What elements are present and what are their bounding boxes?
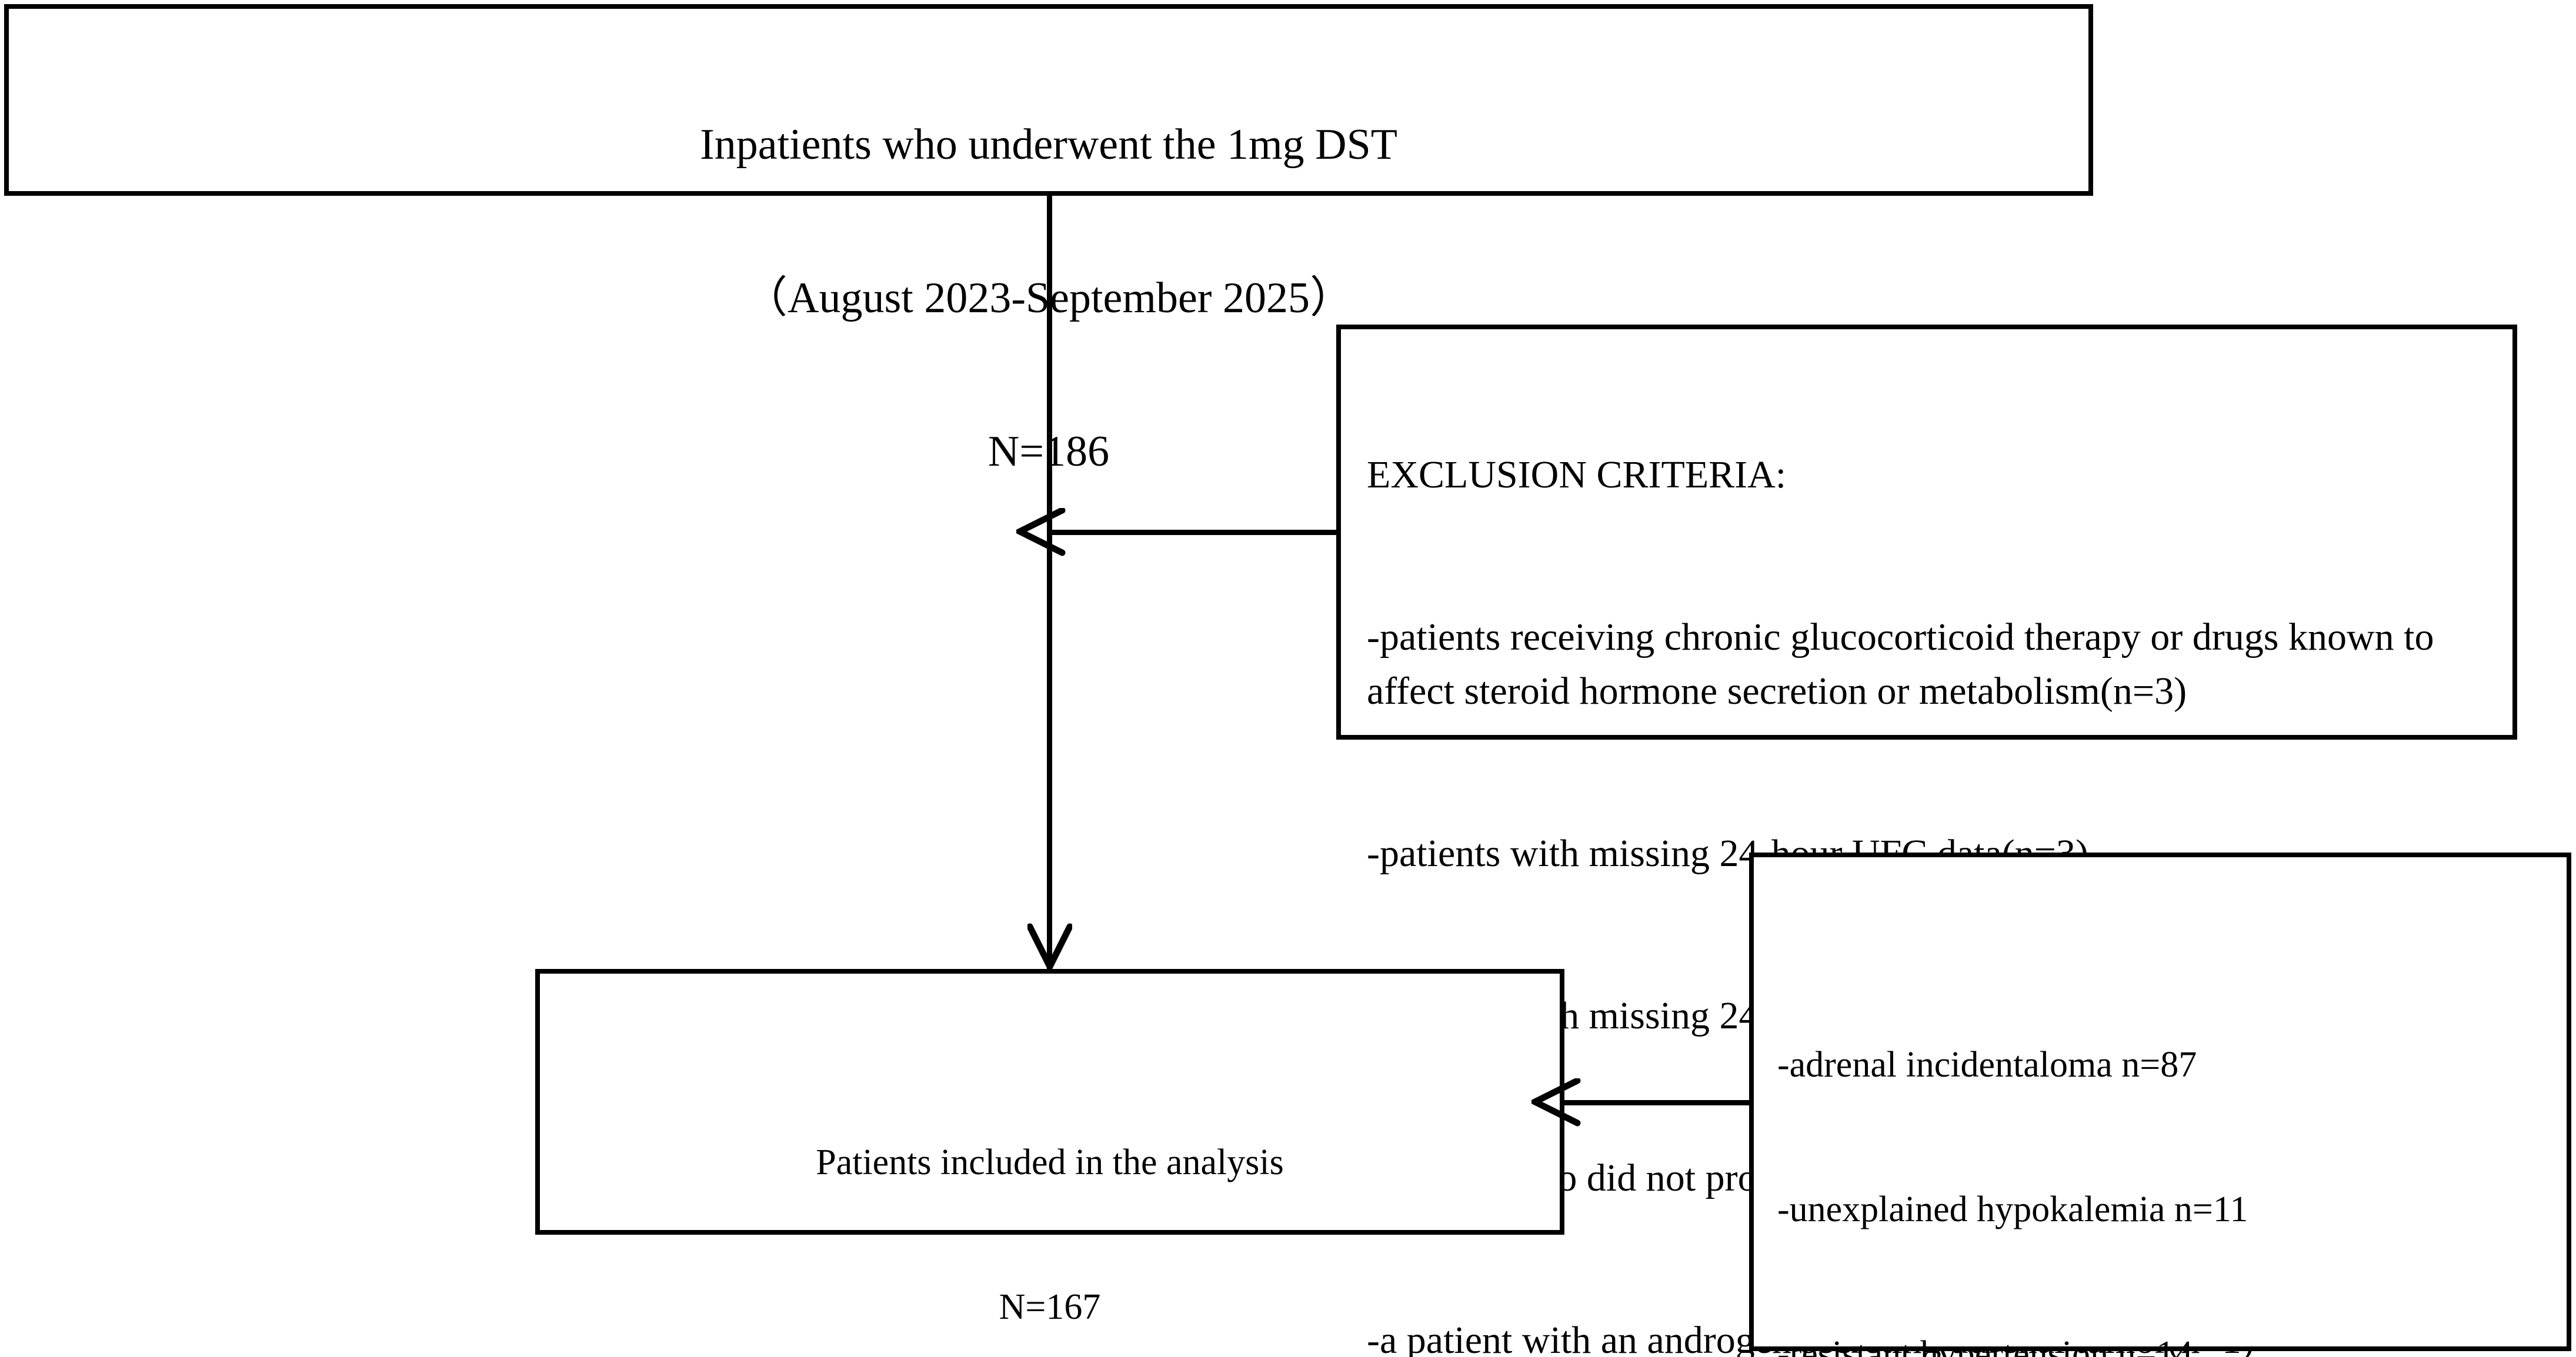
main-flow-vertical-line xyxy=(1047,195,1052,972)
main-flow-arrowhead-down-icon xyxy=(1027,923,1072,972)
exclusion-item-1: -patients receiving chronic glucocortico… xyxy=(1367,616,2444,713)
included-line-2: N=167 xyxy=(999,1287,1101,1327)
cohort-box: Inpatients who underwent the 1mg DST （Au… xyxy=(4,4,2093,476)
exclusion-connector-line xyxy=(1049,530,1337,535)
indications-text: -adrenal incidentaloma n=87 -unexplained… xyxy=(1777,944,2561,1357)
cohort-line-2: （August 2023-September 2025） xyxy=(744,274,1353,322)
indication-item-1: -adrenal incidentaloma n=87 xyxy=(1777,1045,2197,1085)
indications-connector-line xyxy=(1564,1100,1751,1105)
indications-box: -adrenal incidentaloma n=87 -unexplained… xyxy=(1749,853,2571,1357)
included-line-1: Patients included in the analysis xyxy=(816,1142,1284,1182)
indication-item-3: -resistant hypertension n=14 xyxy=(1777,1334,2193,1357)
indications-arrowhead-left-icon xyxy=(1531,1078,1581,1127)
included-patients-box: Patients included in the analysis N=167 xyxy=(535,969,1564,1327)
exclusion-heading: EXCLUSION CRITERIA: xyxy=(1367,453,1787,496)
indication-item-2: -unexplained hypokalemia n=11 xyxy=(1777,1189,2248,1229)
cohort-line-1: Inpatients who underwent the 1mg DST xyxy=(700,121,1397,169)
included-patients-text: Patients included in the analysis N=167 xyxy=(540,1042,1560,1357)
exclusion-arrowhead-left-icon xyxy=(1016,508,1066,556)
exclusion-criteria-box: EXCLUSION CRITERIA: -patients receiving … xyxy=(1336,325,2517,1357)
